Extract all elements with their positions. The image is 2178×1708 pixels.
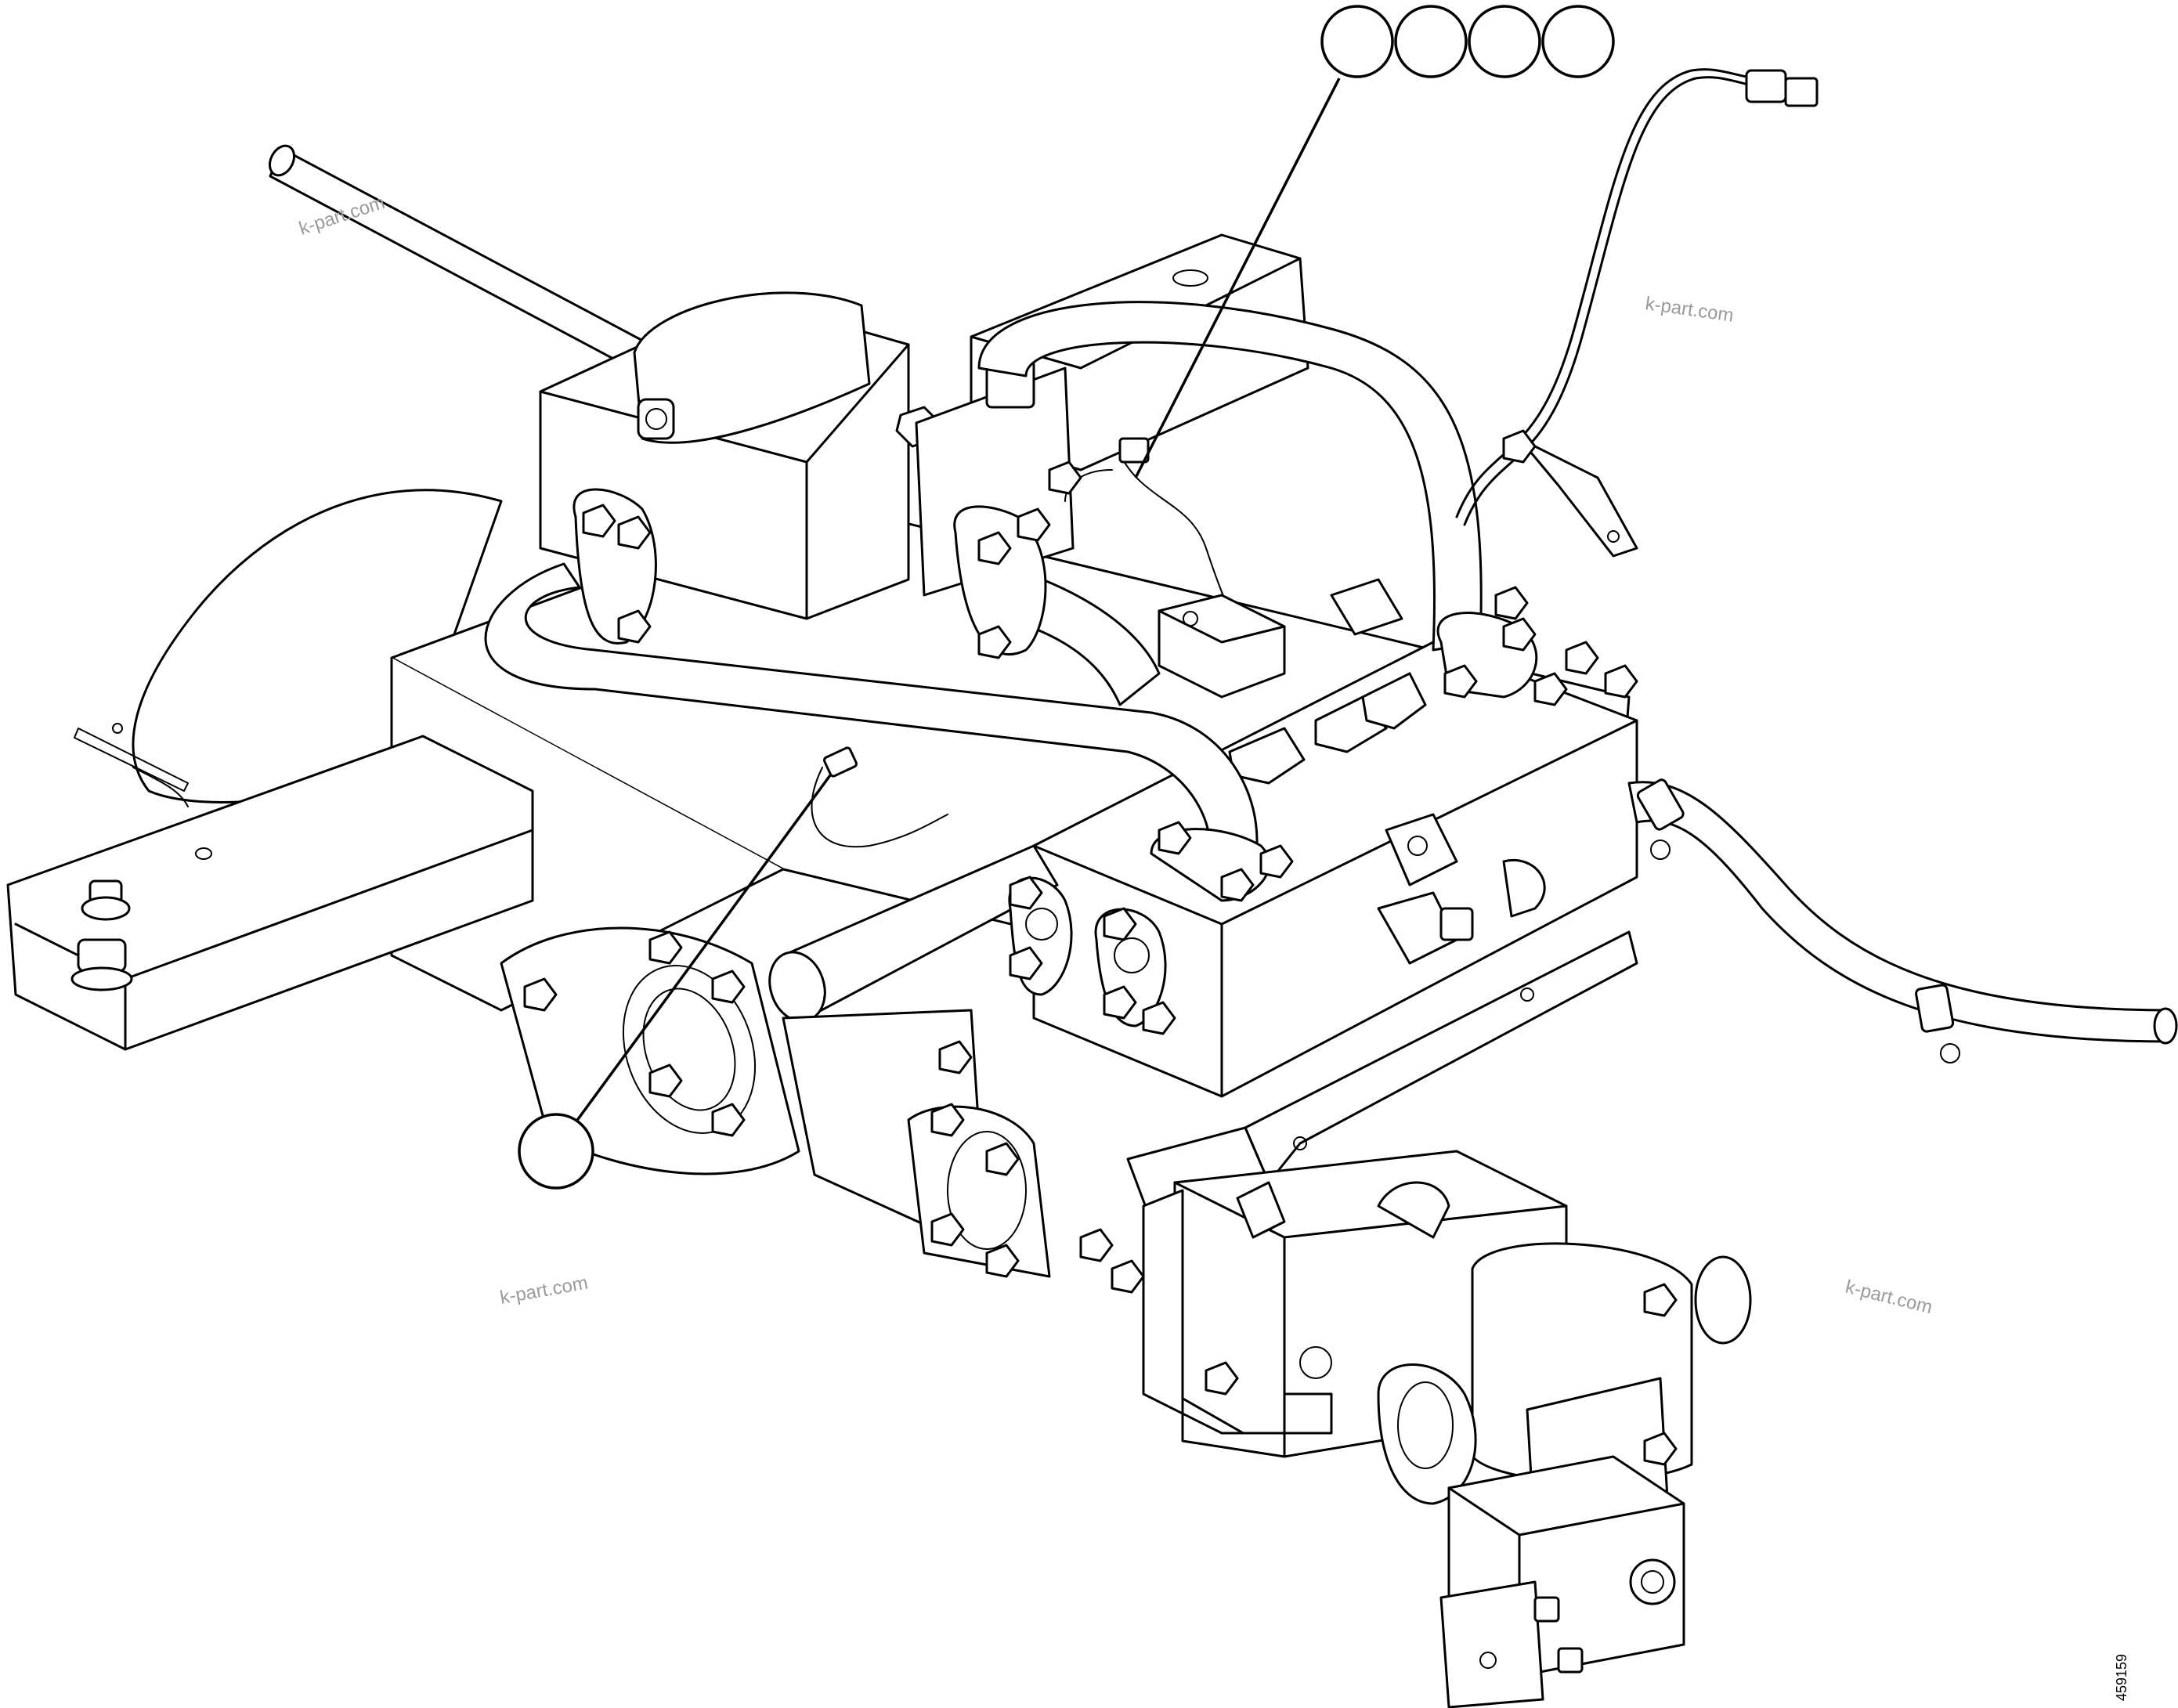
pump-housing-left	[500, 926, 800, 1175]
sensor-harness	[1455, 68, 1819, 558]
callout-leader-top	[1134, 78, 1341, 478]
callout-lower	[518, 1113, 594, 1190]
callout-circle-5	[518, 1113, 594, 1190]
side-fittings	[1377, 641, 1638, 965]
pump-assembly-right	[1173, 1150, 1752, 1708]
watermark-bottom-right: k-part.com	[1844, 1276, 1935, 1319]
callout-circle-4	[1541, 5, 1615, 78]
lower-bracket	[1142, 1189, 1333, 1458]
control-rod	[268, 144, 652, 374]
callout-circle-3	[1468, 5, 1541, 78]
callout-circle-2	[1394, 5, 1468, 78]
pump-body	[782, 1009, 1145, 1294]
watermark-bottom-left: k-part.com	[498, 1273, 589, 1309]
callout-group-top	[1320, 5, 1615, 78]
sensor-wires	[811, 437, 1254, 848]
callout-circle-1	[1320, 5, 1394, 78]
port-flanges-front	[1008, 876, 1176, 1035]
sensor-housing	[1158, 578, 1403, 699]
figure-number: 459159	[2114, 1654, 2129, 1701]
flange-manifold-front	[1150, 821, 1294, 902]
flange-right-upper	[1436, 586, 1538, 699]
watermark-top-right: k-part.com	[1644, 293, 1735, 327]
flange-center-upper	[953, 505, 1051, 659]
flange-left-upper	[572, 488, 657, 645]
return-hose	[1627, 778, 2178, 1063]
callout-leader-lower	[570, 774, 832, 1129]
